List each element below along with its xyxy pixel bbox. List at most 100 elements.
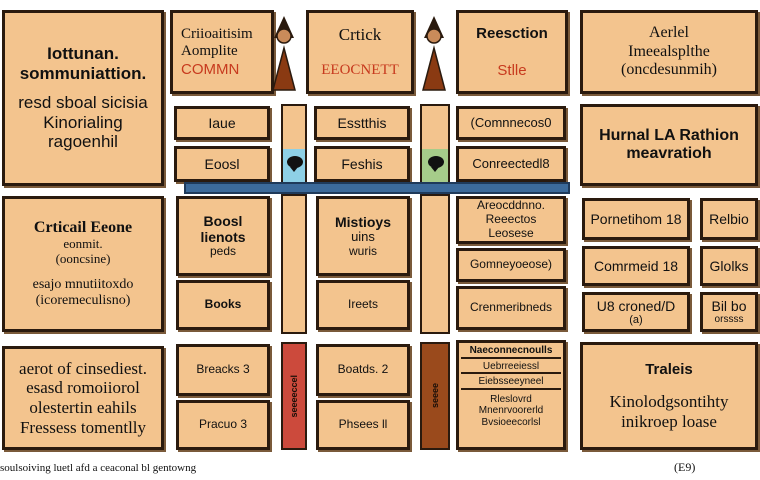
grid-c2-r2: Feshis: [314, 146, 410, 182]
grid-c3-stack-line-4: Rleslovrd: [490, 393, 532, 405]
grid-c3-stack-line-1: Naeconnecnoulls: [461, 345, 561, 359]
right-5b-line-1: Bil bo: [711, 298, 747, 315]
right-box-3a: Pornetihom 18: [582, 198, 690, 240]
right-box-4b: Glolks: [700, 246, 758, 286]
right-1-line-1: Aerlel: [649, 24, 689, 42]
left-box-2-line-2: eonmit.: [63, 236, 103, 252]
grid-c3-stack-line-5: Mnenrvoorerld: [478, 405, 544, 416]
strip-upper-1: [281, 104, 307, 186]
grid-c1-big-line-1: Boosl: [203, 213, 243, 229]
right-box-6: Traleis Kinolodgsontihty inikroep loase: [580, 342, 758, 450]
grid-c2-big: Mistioys uins wuris: [316, 196, 410, 276]
grid-c2-r2-text: Feshis: [341, 155, 383, 172]
strip-red-label: seeeeccel: [289, 374, 299, 418]
grid-c3-stack-line-2: Uebrreeiessl: [461, 361, 561, 374]
grid-c2-big-line-2: uins: [351, 228, 375, 244]
header-box-1: Criioaitisim Aomplite COMMN: [170, 10, 274, 94]
grid-c1-books-text: Books: [204, 297, 242, 312]
right-5b-line-2: orssss: [714, 314, 744, 326]
grid-c2-b: Ireets: [316, 280, 410, 330]
figure-caption: soulsoiving luetl afd a ceaconal bl gent…: [0, 462, 197, 474]
left-box-1-line-2: sommuniattion.: [19, 63, 147, 83]
header-1-line-1: Criioaitisim: [181, 26, 253, 43]
grid-c2-r1: Esstthis: [314, 106, 410, 140]
right-5a-line-2: (a): [629, 313, 643, 326]
grid-c3-big-line-2: Reeectos: [485, 212, 537, 227]
grid-c1-b2-text: Pracuo 3: [198, 417, 248, 432]
connector-bar: [184, 182, 570, 194]
left-box-1-line-5: ragoenhil: [48, 132, 118, 152]
right-6-line-2: Kinolodgsontihty: [609, 392, 729, 412]
header-2-line-2: EEOCNETT: [321, 62, 399, 79]
right-2-line-2: meavratioh: [626, 145, 712, 162]
speech-bubble-icon-1: [287, 156, 303, 172]
right-box-3b: Relbio: [700, 198, 758, 240]
grid-c3-big: Areocddnno. Reeectos Leosese: [456, 196, 566, 244]
grid-c3-r2-text: Conreectedl8: [472, 155, 550, 171]
grid-c1-r2: Eoosl: [174, 146, 270, 182]
grid-c1-b1: Breacks 3: [176, 344, 270, 396]
grid-c3-mid: Gomneyoeose): [456, 248, 566, 282]
grid-c3-r2: Conreectedl8: [456, 146, 566, 182]
right-box-4a: Comrmeid 18: [582, 246, 690, 286]
left-box-1-line-3: resd sboal sicisia: [18, 93, 148, 113]
left-box-2-line-3: (ooncsine): [55, 251, 111, 267]
person-figure-2: [422, 16, 446, 91]
left-box-3-line-4: Fressess tomentlly: [19, 417, 147, 437]
grid-c3-big-line-1: Areocddnno.: [476, 198, 546, 213]
grid-c2-r1-text: Esstthis: [337, 114, 387, 131]
right-1-line-2: Imeealsplthe: [628, 42, 710, 60]
grid-c2-b2: Phsees ll: [316, 400, 410, 450]
left-box-3-line-1: aerot of cinsediest.: [19, 358, 147, 378]
right-box-2: Hurnal LA Rathion meavratioh: [580, 104, 758, 186]
header-1-line-2: Aomplite: [181, 43, 238, 60]
header-box-2: Crtick EEOCNETT: [306, 10, 414, 94]
grid-c2-b2-text: Phsees ll: [338, 417, 388, 432]
header-1-line-3: COMMN: [181, 60, 240, 78]
grid-c2-b1-text: Boatds. 2: [337, 362, 389, 377]
header-2-line-1: Crtick: [338, 24, 382, 44]
grid-c3-big-line-3: Leosese: [488, 225, 534, 240]
left-box-3-line-3: olestertin eahils: [29, 398, 137, 417]
page-number: (E9): [674, 460, 696, 474]
strip-upper-2: [420, 104, 450, 186]
grid-c3-r1-text: (Comnnecos0: [470, 114, 552, 130]
right-6-line-1: Traleis: [645, 360, 693, 378]
person-figure-1: [272, 16, 296, 91]
grid-c3-low-text: Crenmeribneds: [469, 300, 553, 315]
left-box-communication: Iottunan. sommuniattion. resd sboal sici…: [2, 10, 164, 186]
grid-c3-stack-line-3: Eiebsseeyneel: [461, 376, 561, 390]
right-box-5a: U8 croned/D (a): [582, 292, 690, 332]
grid-c1-r2-text: Eoosl: [204, 155, 240, 172]
strip-mid-2: [420, 194, 450, 334]
right-box-1: Aerlel Imeealsplthe (oncdesunmih): [580, 10, 758, 94]
left-box-2-line-4: esajo mnutiitoxdo: [32, 277, 134, 293]
grid-c2-b-text: Ireets: [347, 297, 378, 312]
left-box-1-line-4: Kinorialing: [43, 112, 123, 132]
right-2-line-1: Hurnal LA Rathion: [599, 126, 739, 144]
right-5a-line-1: U8 croned/D: [596, 297, 676, 314]
grid-c3-stack: Naeconnecnoulls Uebrreeiessl Eiebsseeyne…: [456, 340, 566, 450]
grid-c3-stack-line-6: Bvsioeecorlsl: [481, 416, 541, 428]
left-box-1-line-1: Iottunan.: [47, 44, 119, 64]
grid-c1-big-line-2: lienots: [200, 229, 246, 246]
grid-c1-b2: Pracuo 3: [176, 400, 270, 450]
grid-c3-mid-text: Gomneyoeose): [469, 257, 553, 272]
left-box-3-line-2: esasd romoiiorol: [26, 378, 140, 398]
strip-red: seeeeccel: [281, 342, 307, 450]
grid-c1-big-line-3: peds: [209, 244, 237, 259]
left-box-disadvantages: aerot of cinsediest. esasd romoiiorol ol…: [2, 346, 164, 450]
left-box-critical: Crticail Eeone eonmit. (ooncsine) esajo …: [2, 196, 164, 332]
header-3-line-1: Reesction: [476, 24, 548, 42]
speech-bubble-icon-2: [428, 156, 444, 172]
grid-c2-big-line-1: Mistioys: [334, 213, 391, 230]
grid-c3-low: Crenmeribneds: [456, 286, 566, 330]
grid-c1-big: Boosl lienots peds: [176, 196, 270, 276]
grid-c2-b1: Boatds. 2: [316, 344, 410, 396]
grid-c1-books: Books: [176, 280, 270, 330]
strip-mid-1: [281, 194, 307, 334]
grid-c1-r1: Iaue: [174, 106, 270, 140]
grid-c1-r1-text: Iaue: [208, 114, 236, 131]
left-box-2-line-1: Crticail Eeone: [33, 218, 133, 236]
strip-brown-label: seeee: [430, 383, 440, 409]
